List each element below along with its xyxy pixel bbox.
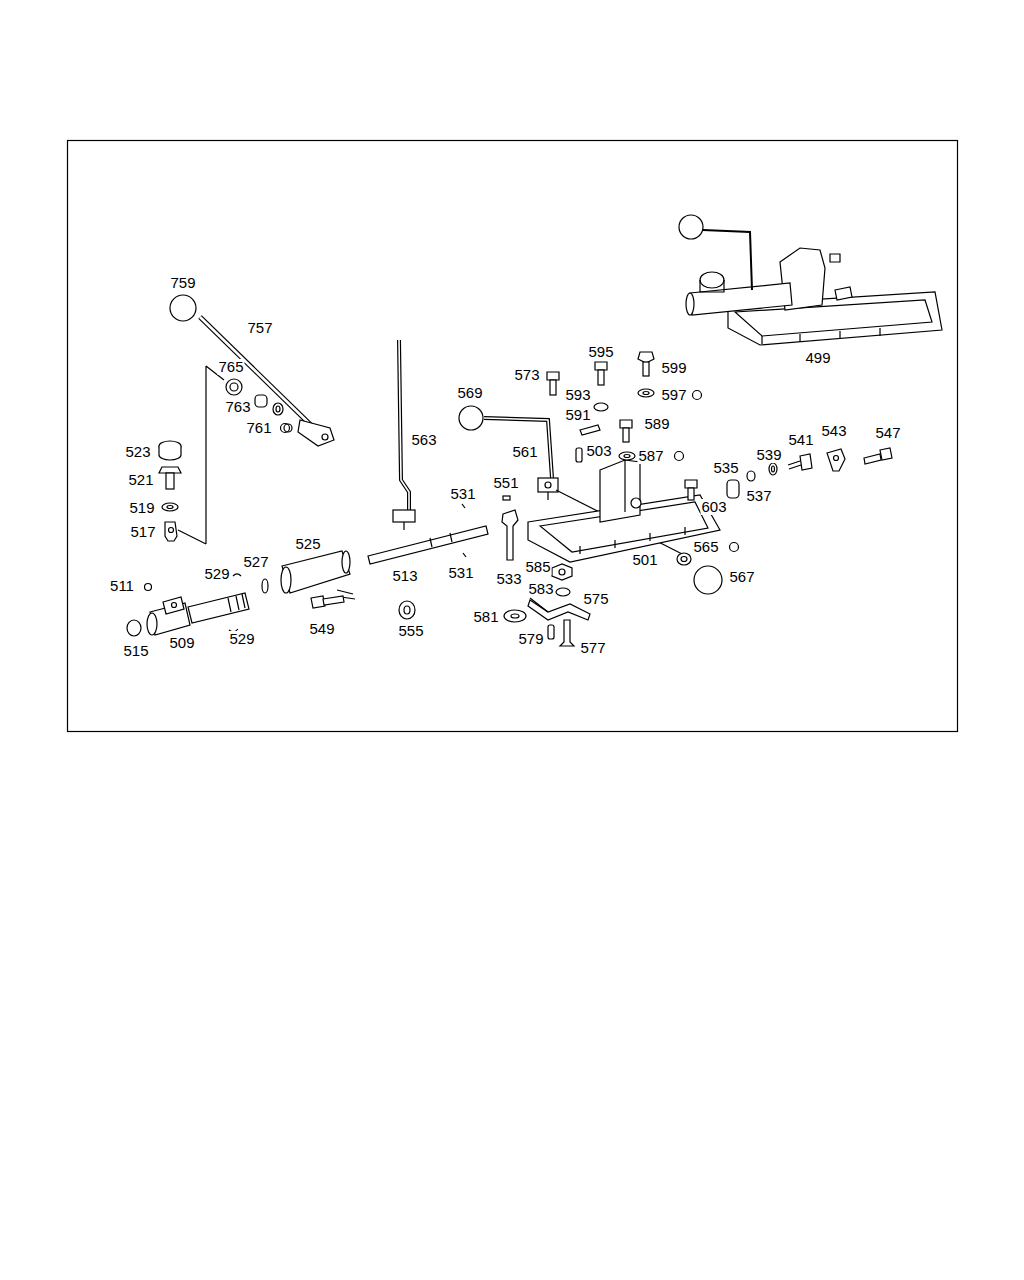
assembly-499 — [679, 215, 942, 345]
callout-number: 761 — [245, 420, 272, 436]
callout-number: 579 — [517, 631, 544, 647]
callout-number: 765 — [217, 359, 244, 375]
callout-number: 503 — [585, 443, 612, 459]
callout-number: 499 — [804, 350, 831, 366]
callout-number: 603 — [700, 499, 727, 515]
callout-number: 521 — [127, 472, 154, 488]
callout-number: 599 — [660, 360, 687, 376]
callout-number: 757 — [246, 320, 273, 336]
callout-number: 573 — [513, 367, 540, 383]
callout-number: 581 — [472, 609, 499, 625]
callout-number: 575 — [582, 591, 609, 607]
callout-number: 535 — [712, 460, 739, 476]
callout-number: 567 — [728, 569, 755, 585]
callout-number: 541 — [787, 432, 814, 448]
callout-number: 525 — [294, 536, 321, 552]
callout-number: 593 — [564, 387, 591, 403]
callout-number: 597 — [660, 387, 687, 403]
callout-number: 549 — [308, 621, 335, 637]
callout-number: 555 — [397, 623, 424, 639]
callout-number: 543 — [820, 423, 847, 439]
callout-number: 561 — [511, 444, 538, 460]
callout-number: 591 — [564, 407, 591, 423]
callout-number: 501 — [631, 552, 658, 568]
callout-number: 547 — [874, 425, 901, 441]
callout-number: 595 — [587, 344, 614, 360]
callout-number: 531 — [449, 486, 476, 502]
callout-number: 531 — [447, 565, 474, 581]
callout-number: 577 — [579, 640, 606, 656]
callout-number: 539 — [755, 447, 782, 463]
callout-number: 585 — [524, 559, 551, 575]
callout-number: 517 — [129, 524, 156, 540]
callout-number: 509 — [168, 635, 195, 651]
callout-number: 523 — [124, 444, 151, 460]
callout-number: 587 — [637, 448, 664, 464]
callout-number: 529 — [228, 631, 255, 647]
callout-number: 513 — [391, 568, 418, 584]
callout-number: 537 — [745, 488, 772, 504]
callout-number: 529 — [203, 566, 230, 582]
callout-number: 763 — [224, 399, 251, 415]
callout-number: 515 — [122, 643, 149, 659]
callout-number: 583 — [527, 581, 554, 597]
lever-757 — [170, 295, 334, 446]
frame — [68, 141, 958, 732]
callout-number: 511 — [109, 578, 135, 594]
callout-number: 569 — [456, 385, 483, 401]
callout-number: 759 — [169, 275, 196, 291]
callout-number: 533 — [495, 571, 522, 587]
callout-number: 519 — [128, 500, 155, 516]
callout-number: 589 — [643, 416, 670, 432]
callout-number: 563 — [410, 432, 437, 448]
callout-number: 565 — [692, 539, 719, 555]
callout-number: 527 — [242, 554, 269, 570]
callout-number: 551 — [492, 475, 519, 491]
